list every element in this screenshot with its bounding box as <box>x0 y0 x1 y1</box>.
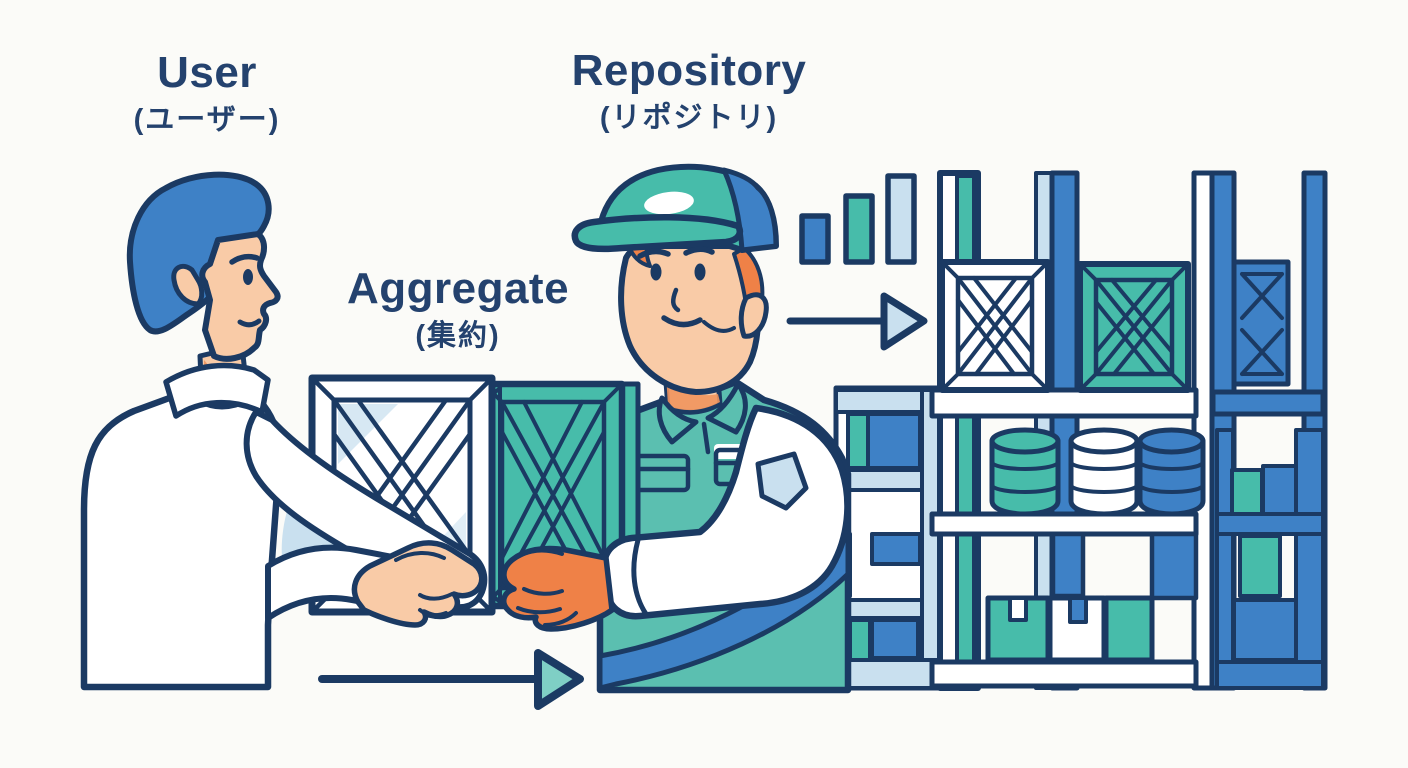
shelf-crate-white <box>939 259 1051 393</box>
user-head <box>126 171 281 362</box>
user-collar <box>163 362 271 419</box>
worker-eye-right <box>694 263 706 281</box>
user-label: User (ユーザー) <box>92 48 322 137</box>
worker-collar-right <box>705 381 748 435</box>
worker-ear <box>738 292 769 339</box>
worker-uniform-swoosh <box>597 521 851 691</box>
aggregate-label-en: Aggregate <box>346 264 570 313</box>
database-cylinder-blue <box>1137 427 1206 517</box>
worker-sleeve <box>600 404 851 620</box>
shelf-board-bottom <box>929 659 1199 689</box>
user-hand <box>351 540 485 628</box>
handoff-arrow-icon <box>318 649 584 710</box>
shelf-board-middle <box>929 511 1199 537</box>
shelf-boxes-row <box>985 531 1199 663</box>
repository-label-en: Repository <box>571 46 807 95</box>
side-cabinet <box>1210 389 1326 690</box>
worker-sleeve-badge <box>755 451 809 511</box>
worker-head <box>571 163 779 395</box>
aggregate-label: Aggregate (集約) <box>327 264 589 353</box>
database-cylinder-teal <box>989 427 1061 517</box>
storage-shelf <box>929 170 1328 691</box>
user-label-en: User <box>157 48 257 97</box>
user-eye <box>243 269 253 285</box>
user-label-jp: (ユーザー) <box>133 104 281 137</box>
database-cylinder-white <box>1068 427 1140 517</box>
user-ear <box>171 263 205 307</box>
worker-collar-left <box>656 395 699 445</box>
aggregate-label-jp: (集約) <box>415 320 501 353</box>
worker-cap-brim <box>571 213 744 253</box>
worker-smile <box>661 315 703 328</box>
growth-bars-icon <box>799 173 917 265</box>
worker-eye-left <box>650 263 662 281</box>
shelf-crate-blue <box>1231 259 1291 387</box>
shelf-board-top <box>929 387 1199 419</box>
repository-label-jp: (リポジトリ) <box>599 102 779 135</box>
shelf-crate-teal <box>1077 261 1191 393</box>
user-face <box>199 231 281 362</box>
user-smile <box>237 318 262 328</box>
worker-hand <box>501 545 615 632</box>
user-figure <box>80 171 488 691</box>
worker-cap <box>571 163 779 253</box>
repository-label: Repository (リポジトリ) <box>543 46 835 135</box>
store-arrow-icon <box>786 292 928 351</box>
